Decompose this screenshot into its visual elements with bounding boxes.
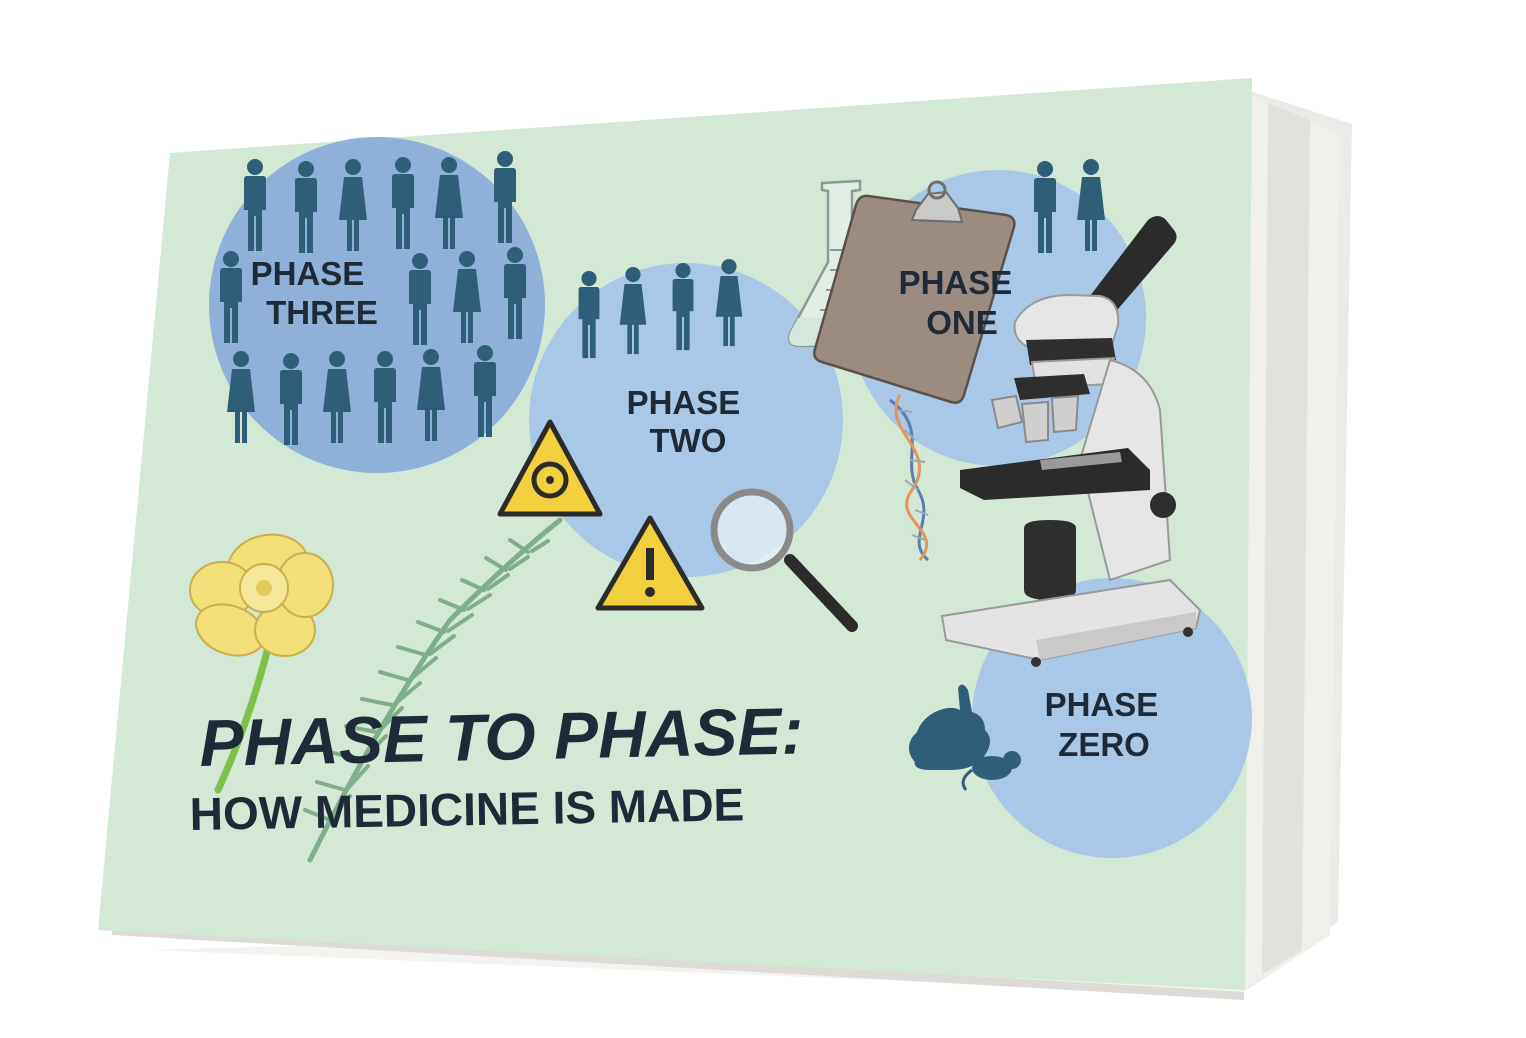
svg-text:PHASE THREE: PHASE THREE	[251, 255, 378, 331]
clipboard-icon	[813, 180, 1016, 404]
cover-subtitle: HOW MEDICINE IS MADE	[189, 778, 744, 840]
warning-icon	[595, 515, 705, 611]
phase-three-label-line2: THREE	[266, 294, 378, 331]
phase-zero-label-line1: PHASE	[1045, 686, 1159, 723]
svg-text:PHASE ONE: PHASE ONE	[899, 264, 1022, 341]
rabbit-icon	[909, 684, 990, 770]
microscope-icon	[940, 216, 1202, 667]
daffodil-icon	[189, 533, 334, 794]
phase-zero-label-line2: ZERO	[1058, 726, 1150, 763]
dna-icon	[889, 394, 930, 562]
phase-two-label-line1: PHASE	[627, 384, 741, 421]
phase-three-label-line1: PHASE	[251, 255, 365, 292]
magnifier-icon	[710, 488, 858, 632]
phase-one-label-line2: ONE	[926, 304, 998, 341]
svg-text:PHASE ZERO: PHASE ZERO	[1045, 686, 1168, 763]
cover-title: PHASE TO PHASE:	[199, 693, 804, 780]
biohazard-icon	[497, 419, 603, 517]
fern-icon	[303, 517, 563, 863]
phase-one-label-line1: PHASE	[899, 264, 1013, 301]
svg-text:PHASE TWO: PHASE TWO	[627, 384, 750, 459]
phase-two-label-line2: TWO	[650, 422, 727, 459]
mouse-icon	[961, 751, 1021, 791]
